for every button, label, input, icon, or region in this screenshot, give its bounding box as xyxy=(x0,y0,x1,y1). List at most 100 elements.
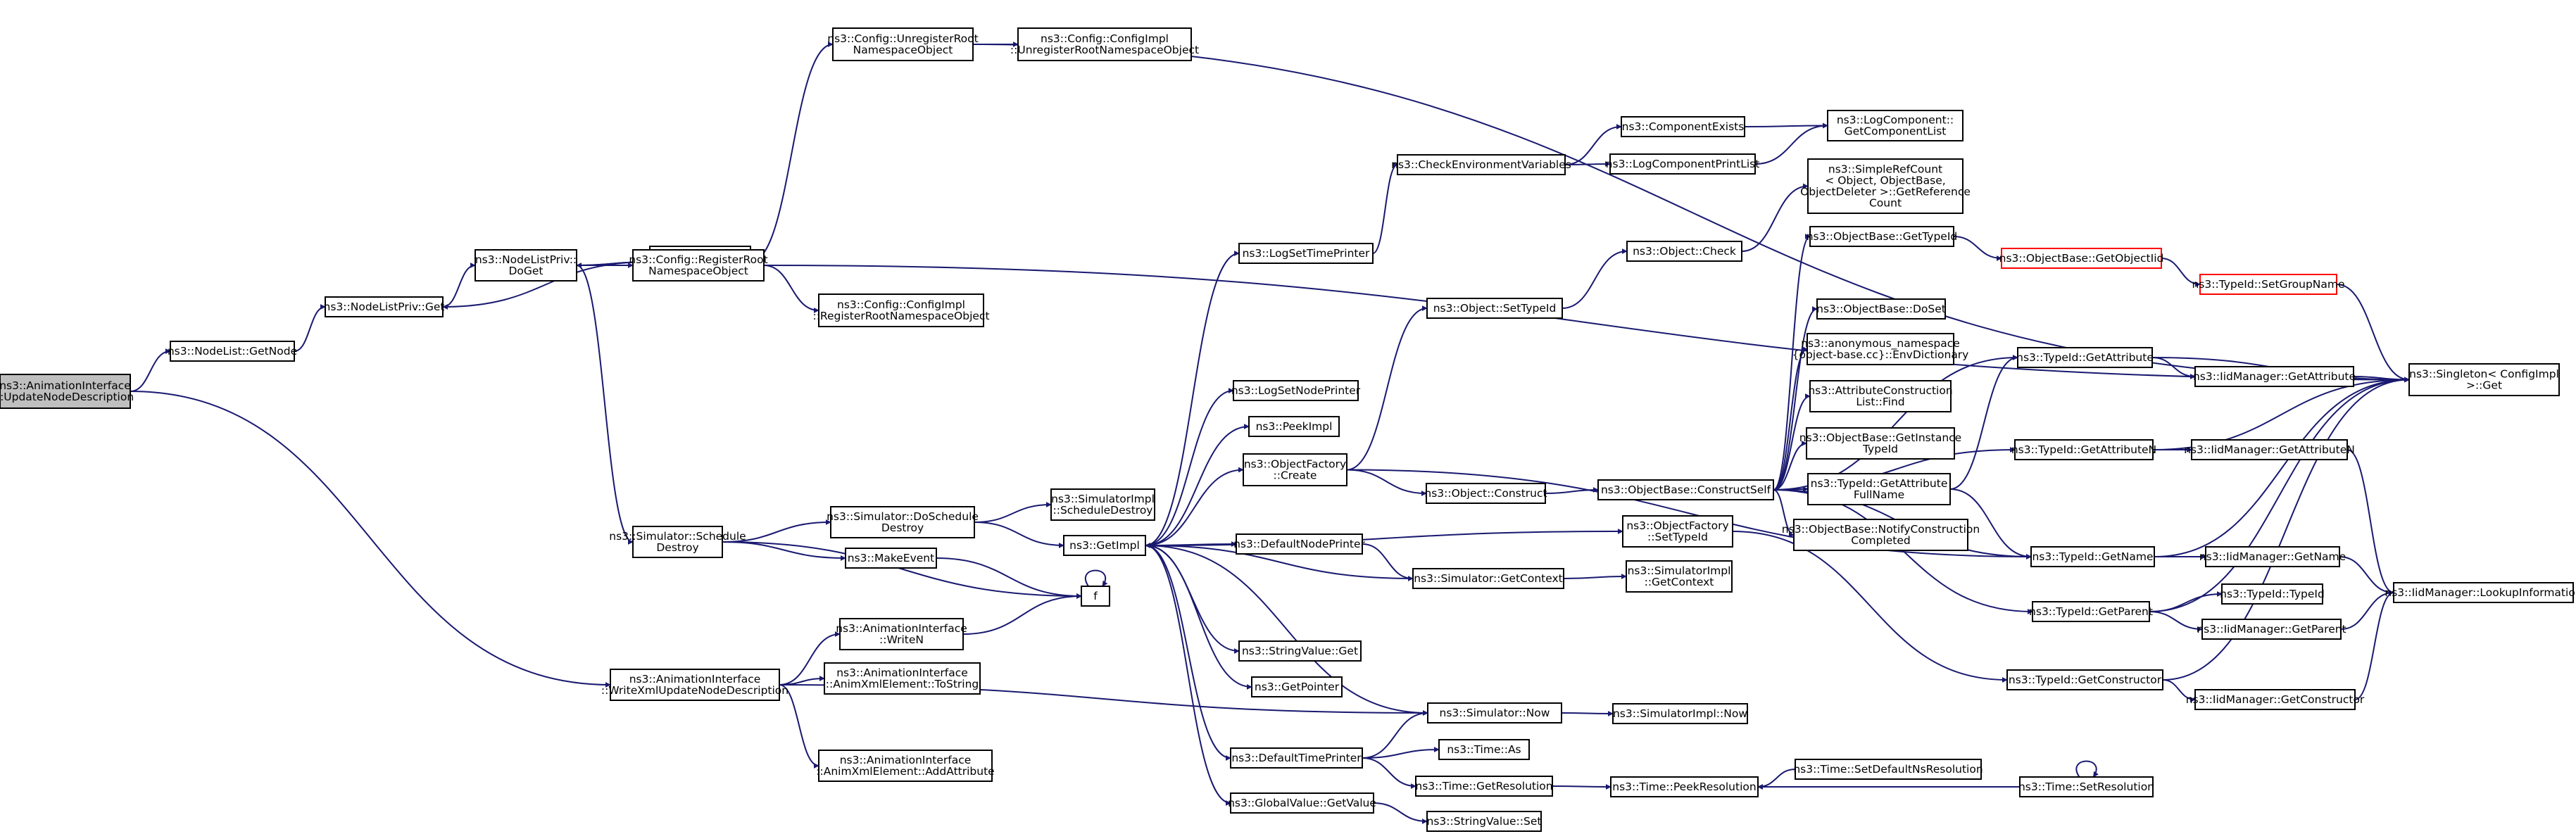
node-ns3-stringvalue-get[interactable]: ns3::StringValue::Get xyxy=(1238,640,1362,662)
node-ns3-iidmanager-getattribute[interactable]: ns3::IidManager::GetAttribute xyxy=(2193,366,2356,387)
node-ns3-objectbase-gettypeid[interactable]: ns3::ObjectBase::GetTypeId xyxy=(1807,226,1958,247)
node-box xyxy=(1238,243,1374,264)
node-ns3-typeid-getconstructor[interactable]: ns3::TypeId::GetConstructor xyxy=(2006,669,2163,690)
node-ns3-checkenvironmentvariables[interactable]: ns3::CheckEnvironmentVariables xyxy=(1391,154,1571,175)
edge-n48-n55 xyxy=(1953,236,2002,261)
edge-n13-n19 xyxy=(1145,251,1240,546)
node-ns3-iidmanager-getname[interactable]: ns3::IidManager::GetName xyxy=(2199,546,2346,567)
node-ns3-simulatorimpl-scheduledestroy[interactable]: ns3::SimulatorImpl::ScheduleDestroy xyxy=(1050,488,1155,521)
node-ns3-objectbase-notifyconstruction-completed[interactable]: ns3::ObjectBase::NotifyConstructionCompl… xyxy=(1782,519,1980,551)
node-ns3-iidmanager-getattributen[interactable]: ns3::IidManager::GetAttributeN xyxy=(2184,439,2355,460)
node-ns3-simulatorimpl-getcontext[interactable]: ns3::SimulatorImpl::GetContext xyxy=(1626,560,1733,593)
node-box xyxy=(1816,298,1946,320)
node-f[interactable]: f xyxy=(1081,586,1110,607)
node-ns3-objectbase-getobjectiid[interactable]: ns3::ObjectBase::GetObjectIid xyxy=(1999,248,2164,269)
node-ns3-object-check[interactable]: ns3::Object::Check xyxy=(1626,241,1742,262)
edge-n36-n51 xyxy=(1773,393,1811,491)
node-label-line: ns3::LogSetNodePrinter xyxy=(1231,384,1361,397)
node-ns3-singleton-configimpl-get[interactable]: ns3::Singleton< ConfigImpl>::Get xyxy=(2408,363,2560,396)
node-ns3-objectfactory-create[interactable]: ns3::ObjectFactory::Create xyxy=(1243,453,1347,486)
node-ns3-animationinterface-animxmlelement-tostring[interactable]: ns3::AnimationInterface::AnimXmlElement:… xyxy=(824,662,981,695)
node-ns3-simulator-getcontext[interactable]: ns3::Simulator::GetContext xyxy=(1412,568,1564,589)
node-ns3-iidmanager-getconstructor[interactable]: ns3::IidManager::GetConstructor xyxy=(2186,689,2365,710)
node-ns3-typeid-typeid[interactable]: ns3::TypeId::TypeId xyxy=(2220,583,2325,605)
node-ns3-typeid-setgroupname[interactable]: ns3::TypeId::SetGroupName xyxy=(2192,274,2345,295)
node-ns3-typeid-getparent[interactable]: ns3::TypeId::GetParent xyxy=(2029,601,2153,622)
node-ns3-object-construct[interactable]: ns3::Object::Construct xyxy=(1424,483,1547,504)
node-ns3-defaultnodeprinter[interactable]: ns3::DefaultNodePrinter xyxy=(1233,533,1366,555)
node-ns3-logcomponent-getcomponentlist[interactable]: ns3::LogComponent::GetComponentList xyxy=(1827,110,1964,141)
node-ns3-simplerefcount-object-objectbase-objectdeleter-getreference-count[interactable]: ns3::SimpleRefCount< Object, ObjectBase,… xyxy=(1800,158,1971,214)
edge-n36-n50 xyxy=(1773,346,1808,491)
node-label-line: ::UpdateNodeDescription xyxy=(0,391,134,403)
node-ns3-objectbase-constructself[interactable]: ns3::ObjectBase::ConstructSelf xyxy=(1597,479,1774,500)
node-ns3-getpointer[interactable]: ns3::GetPointer xyxy=(1251,676,1343,697)
node-box xyxy=(830,506,975,538)
node-ns3-componentexists[interactable]: ns3::ComponentExists xyxy=(1621,116,1745,137)
node-label-line: ns3::GetPointer xyxy=(1255,681,1340,693)
node-ns3-time-getresolution[interactable]: ns3::Time::GetResolution xyxy=(1415,776,1553,797)
node-label-line: ns3::LogSetTimePrinter xyxy=(1243,247,1370,260)
node-label-line: ns3::Time::SetDefaultNsResolution xyxy=(1793,763,1983,776)
node-box xyxy=(475,249,577,282)
edge-n66-n69 xyxy=(2340,590,2394,630)
node-box xyxy=(325,296,444,317)
node-ns3-time-setdefaultnsresolution[interactable]: ns3::Time::SetDefaultNsResolution xyxy=(1793,759,1983,780)
node-ns3-simulatorimpl-now[interactable]: ns3::SimulatorImpl::Now xyxy=(1612,703,1748,724)
node-ns3-object-settypeid[interactable]: ns3::Object::SetTypeId xyxy=(1426,298,1563,319)
node-ns3-logcomponentprintlist[interactable]: ns3::LogComponentPrintList xyxy=(1606,153,1760,175)
edge-n7-n8 xyxy=(763,265,819,313)
node-ns3-typeid-getname[interactable]: ns3::TypeId::GetName xyxy=(2030,546,2155,567)
node-ns3-iidmanager-getparent[interactable]: ns3::IidManager::GetParent xyxy=(2197,619,2346,640)
node-ns3-simulator-now[interactable]: ns3::Simulator::Now xyxy=(1427,702,1562,724)
node-label-line: ns3::Singleton< ConfigImpl xyxy=(2409,367,2559,380)
node-ns3-globalvalue-getvalue[interactable]: ns3::GlobalValue::GetValue xyxy=(1228,792,1376,814)
node-ns3-anonymous-namespace-object-base-cc-envdictionary[interactable]: ns3::anonymous_namespace{object-base.cc}… xyxy=(1792,333,1969,365)
node-ns3-simulator-schedule-destroy[interactable]: ns3::Simulator::ScheduleDestroy xyxy=(609,526,746,558)
node-ns3-getimpl[interactable]: ns3::GetImpl xyxy=(1063,535,1146,556)
node-ns3-animationinterface-animxmlelement-addattribute[interactable]: ns3::AnimationInterface::AnimXmlElement:… xyxy=(816,750,995,782)
edge-n10-n11 xyxy=(974,502,1052,523)
node-ns3-makeevent[interactable]: ns3::MakeEvent xyxy=(845,548,937,569)
node-ns3-animationinterface-writexmlupdatenodedescription[interactable]: ns3::AnimationInterface::WriteXmlUpdateN… xyxy=(601,669,788,701)
node-box xyxy=(1806,427,1955,460)
node-ns3-config-unregisterroot-namespaceobject[interactable]: ns3::Config::UnregisterRootNamespaceObje… xyxy=(827,27,979,61)
node-label-line: ns3::Simulator::DoSchedule xyxy=(827,510,979,523)
node-label-line: ns3::TypeId::GetParent xyxy=(2029,605,2153,618)
node-ns3-time-peekresolution[interactable]: ns3::Time::PeekResolution xyxy=(1610,776,1759,797)
edge-n1-n2 xyxy=(294,304,326,352)
node-ns3-objectfactory-settypeid[interactable]: ns3::ObjectFactory::SetTypeId xyxy=(1622,515,1733,548)
node-ns3-objectbase-doset[interactable]: ns3::ObjectBase::DoSet xyxy=(1816,298,1946,320)
node-label-line: ns3::StringValue::Set xyxy=(1427,815,1542,828)
node-ns3-config-configimpl-registerrootnamespaceobject[interactable]: ns3::Config::ConfigImpl::RegisterRootNam… xyxy=(812,293,990,327)
node-ns3-nodelistpriv-doget[interactable]: ns3::NodeListPriv::DoGet xyxy=(475,249,577,282)
node-box xyxy=(1236,533,1363,555)
edge-n64-n69 xyxy=(2339,556,2394,595)
node-ns3-peekimpl[interactable]: ns3::PeekImpl xyxy=(1248,416,1340,437)
node-label-line: ns3::ObjectBase::NotifyConstruction xyxy=(1782,523,1980,536)
node-ns3-typeid-getattributen[interactable]: ns3::TypeId::GetAttributeN xyxy=(2011,439,2156,460)
node-ns3-logsetnodeprinter[interactable]: ns3::LogSetNodePrinter xyxy=(1231,380,1361,401)
node-ns3-stringvalue-set[interactable]: ns3::StringValue::Set xyxy=(1426,811,1542,832)
node-ns3-animationinterface-writen[interactable]: ns3::AnimationInterface::WriteN xyxy=(836,618,967,650)
edge-n28-n30 xyxy=(1564,161,1611,168)
node-ns3-typeid-getattribute[interactable]: ns3::TypeId::GetAttribute xyxy=(2016,347,2154,368)
node-box xyxy=(824,662,981,695)
node-ns3-defaulttimeprinter[interactable]: ns3::DefaultTimePrinter xyxy=(1230,747,1363,769)
node-ns3-time-as[interactable]: ns3::Time::As xyxy=(1438,739,1530,760)
node-ns3-nodelistpriv-get[interactable]: ns3::NodeListPriv::Get xyxy=(324,296,445,317)
node-ns3-iidmanager-lookupinformation[interactable]: ns3::IidManager::LookupInformation xyxy=(2385,582,2576,603)
node-ns3-time-setresolution[interactable]: ns3::Time::SetResolution xyxy=(2018,776,2154,797)
node-ns3-config-registerroot-namespaceobject[interactable]: ns3::Config::RegisterRootNamespaceObject xyxy=(629,249,768,282)
node-ns3-logsettimeprinter[interactable]: ns3::LogSetTimePrinter xyxy=(1238,243,1374,264)
node-ns3-config-configimpl-unregisterrootnamespaceobject[interactable]: ns3::Config::ConfigImpl::UnregisterRootN… xyxy=(1010,27,1199,61)
node-ns3-nodelist-getnode[interactable]: ns3::NodeList::GetNode xyxy=(168,341,297,362)
edge-n12-n14 xyxy=(936,557,1082,599)
edge-n67-n69 xyxy=(2354,590,2394,700)
node-label-line: ns3::SimulatorImpl::Now xyxy=(1613,707,1747,720)
node-box xyxy=(832,27,974,61)
